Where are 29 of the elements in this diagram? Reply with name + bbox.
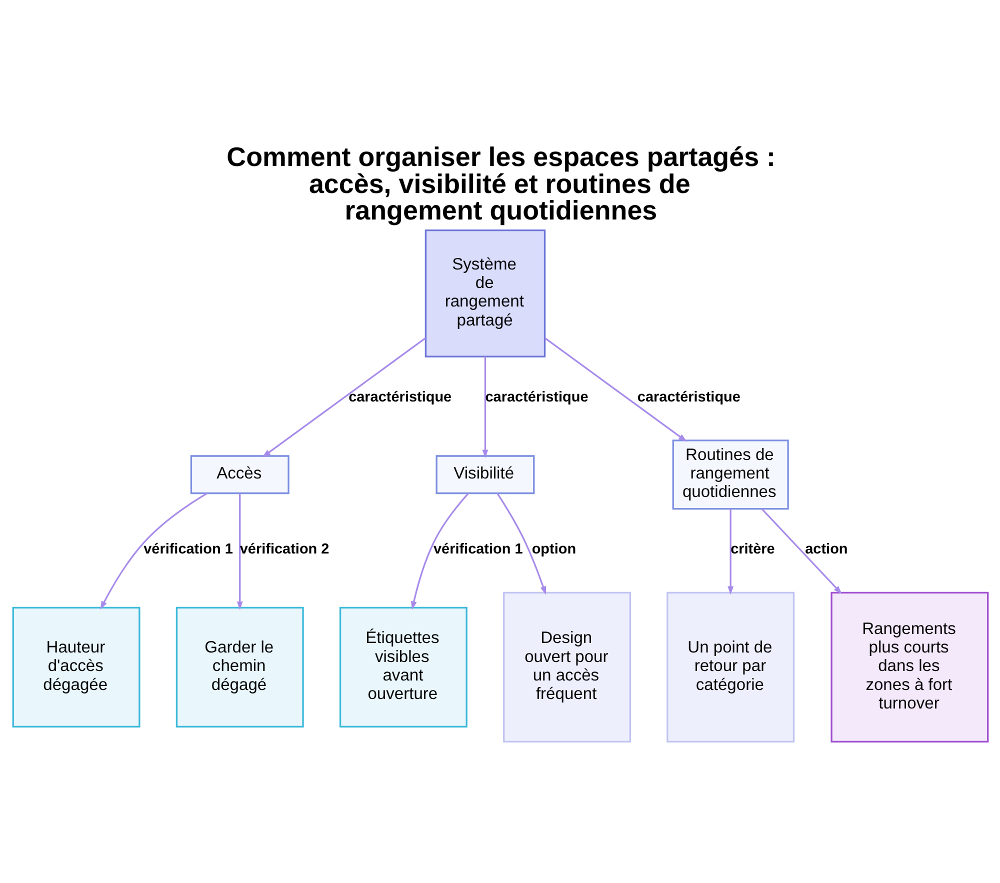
- node-box: Hauteur d'accès dégagée: [12, 606, 140, 728]
- node-box: Accès: [190, 455, 289, 494]
- edge-label: option: [531, 542, 576, 558]
- edge-label: critère: [730, 542, 774, 558]
- arrow: [262, 337, 426, 458]
- diagram-title: Comment organiser les espaces partagés : accès, visibilité et routines de rangement quotidiennes: [226, 142, 775, 226]
- arrow: [496, 492, 546, 595]
- arrow: [100, 492, 208, 610]
- arrow: [236, 494, 242, 610]
- edge-label: vérification 1: [432, 542, 522, 558]
- node-box: Un point de retour par catégorie: [666, 592, 794, 743]
- edge-label: caractéristique: [636, 389, 740, 406]
- node-box: Visibilité: [435, 455, 534, 494]
- arrow: [727, 508, 734, 595]
- node-box: Système de rangement partagé: [424, 229, 546, 358]
- edge-label: caractéristique: [348, 389, 452, 406]
- node-box: Étiquettes visibles avant ouverture: [338, 606, 467, 728]
- edge-label: vérification 2: [239, 542, 329, 558]
- node-box: Rangements plus courts dans les zones à fort turnover: [830, 592, 988, 743]
- edge-label: vérification 1: [143, 542, 232, 558]
- node-box: Routines de rangement quotidiennes: [672, 440, 788, 510]
- arrow: [410, 492, 468, 610]
- node-box: Garder le chemin dégagé: [175, 606, 304, 728]
- arrow: [544, 337, 686, 442]
- arrow: [760, 508, 842, 594]
- edge-label: caractéristique: [484, 389, 588, 406]
- arrow: [482, 356, 488, 458]
- node-box: Design ouvert pour un accès fréquent: [502, 592, 630, 743]
- edge-label: action: [804, 542, 848, 558]
